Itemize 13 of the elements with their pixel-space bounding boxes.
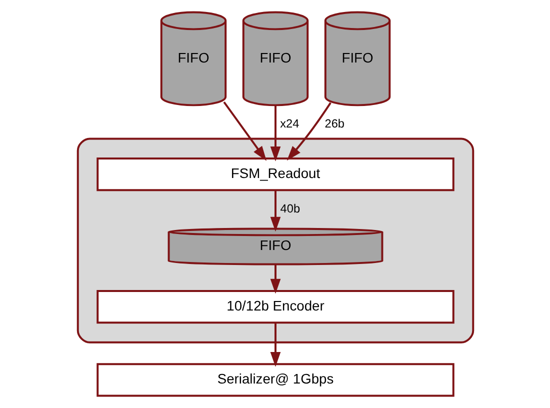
arrow [270,264,280,294]
node-box: Serializer@ 1Gbps [96,363,454,397]
arrow [270,322,280,367]
edge-label: x24 [280,116,299,131]
node-box: FSM_Readout [96,158,454,192]
cluster [76,138,474,344]
node-box: 10/12b Encoder [96,290,454,324]
arrow [270,190,280,232]
arrow [270,105,280,162]
edge-label: 26b [324,116,344,131]
arrow [286,102,331,161]
edge-label: 40b [280,202,300,216]
arrow [222,101,266,161]
